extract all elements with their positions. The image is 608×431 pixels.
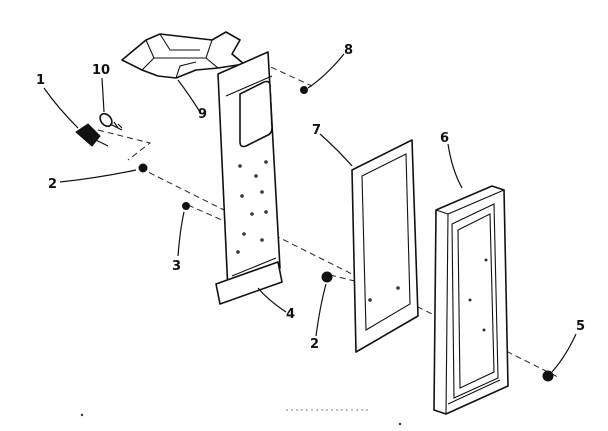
- callout-1: 1: [36, 73, 45, 88]
- part-1-screw: [75, 123, 109, 147]
- part-5-nut: [542, 370, 554, 382]
- part-9-top-bracket: [121, 31, 245, 79]
- callout-5: 5: [576, 319, 585, 334]
- scan-marks: [80, 409, 402, 426]
- leader-lines: [43, 53, 577, 373]
- part-6-front-frame: [433, 185, 509, 415]
- part-8-screw: [300, 86, 308, 94]
- callout-10: 10: [92, 63, 110, 78]
- callout-7: 7: [312, 123, 321, 138]
- callout-9: 9: [198, 107, 207, 122]
- callout-2-right: 2: [310, 337, 319, 352]
- callout-6: 6: [440, 131, 449, 146]
- part-2-nut-right: [321, 271, 333, 283]
- callout-2-left: 2: [48, 177, 57, 192]
- part-7-gasket: [351, 139, 419, 353]
- callout-labels: 1 10 2 3 9 8 7 6 4 2 5: [36, 43, 585, 352]
- part-3-fastener: [182, 202, 190, 210]
- part-2-nut-left: [138, 163, 148, 173]
- callout-8: 8: [344, 43, 353, 58]
- part-4-mounting-plate: [215, 51, 283, 305]
- part-10-screw: [99, 112, 123, 131]
- callout-3: 3: [172, 259, 181, 274]
- callout-4: 4: [286, 307, 295, 322]
